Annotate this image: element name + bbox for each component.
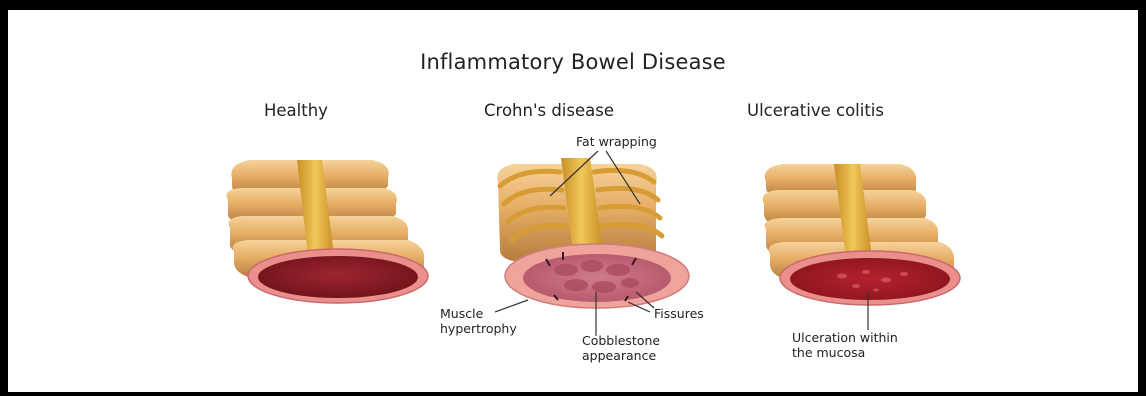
label-muscle-line2: hypertrophy [440, 321, 517, 336]
label-cobblestone-line1: Cobblestone [582, 333, 660, 348]
crohns-colon [497, 158, 689, 308]
uc-colon [763, 164, 960, 305]
label-cobblestone-line2: appearance [582, 348, 660, 363]
label-fissures: Fissures [654, 306, 704, 321]
label-muscle-line1: Muscle [440, 306, 517, 321]
healthy-colon [227, 160, 429, 303]
label-fat-wrapping: Fat wrapping [576, 134, 657, 149]
label-cobblestone: Cobblestone appearance [582, 333, 660, 363]
label-muscle-hypertrophy: Muscle hypertrophy [440, 306, 517, 336]
label-ulceration: Ulceration within the mucosa [792, 330, 898, 360]
label-ulceration-line2: the mucosa [792, 345, 898, 360]
label-ulceration-line1: Ulceration within [792, 330, 898, 345]
healthy-lumen [258, 256, 418, 298]
uc-lumen [790, 258, 950, 300]
